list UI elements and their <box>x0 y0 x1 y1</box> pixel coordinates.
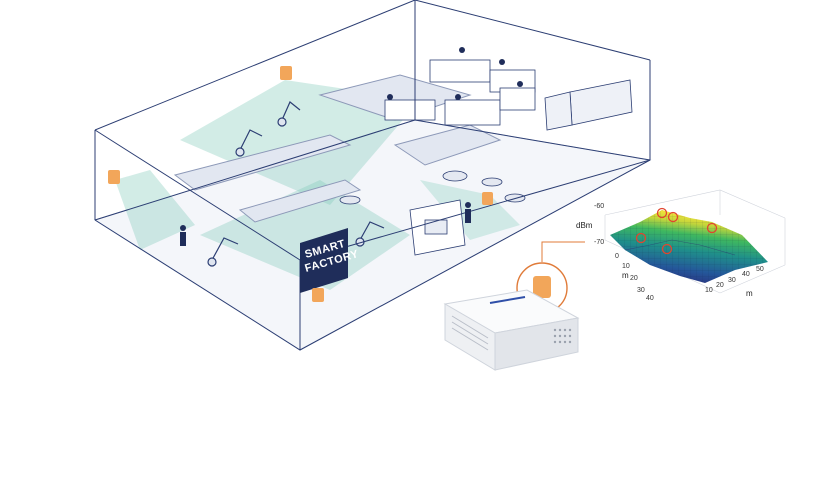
gateway-box-icon <box>443 289 580 371</box>
wireless-sensor-icon <box>482 192 493 205</box>
peak-marker <box>635 232 647 244</box>
operator-desks <box>384 59 536 126</box>
z-tick: -60 <box>594 203 604 210</box>
x-tick: 20 <box>716 282 724 289</box>
x-tick: 50 <box>756 266 764 273</box>
conveyor-lines <box>173 74 502 223</box>
x-tick: 10 <box>705 287 713 294</box>
wireless-sensor-icon <box>312 288 324 302</box>
cnc-machine <box>409 199 466 256</box>
y-tick: 30 <box>637 287 645 294</box>
y-tick: 20 <box>630 275 638 282</box>
x-tick: 40 <box>742 271 750 278</box>
robot-arms <box>207 101 385 267</box>
peak-markers <box>635 207 718 255</box>
z-axis-label: dBm <box>576 221 593 230</box>
y-axis-label: m <box>622 271 629 280</box>
wireless-sensors <box>108 66 493 302</box>
building-outline <box>94 0 651 351</box>
peak-marker <box>656 207 668 219</box>
x-axis-label: m <box>746 289 753 298</box>
x-tick: 30 <box>728 277 736 284</box>
delivery-truck <box>544 79 633 131</box>
coverage-zone-middle <box>200 180 410 290</box>
smart-factory-sign: SMART FACTORY <box>300 228 360 293</box>
peak-marker <box>661 243 673 255</box>
workers <box>180 47 523 246</box>
wireless-sensor-icon <box>533 276 551 298</box>
y-tick: 40 <box>646 295 654 302</box>
y-tick: 0 <box>615 253 619 260</box>
y-tick: 10 <box>622 263 630 270</box>
wireless-sensor-icon <box>280 66 292 80</box>
signal-strength-plot: dBm -60 -70 m m 0 10 20 30 40 10 20 30 4… <box>576 189 786 302</box>
coverage-zone-left <box>115 170 195 250</box>
peak-marker <box>667 211 679 223</box>
z-tick: -70 <box>594 239 604 246</box>
wireless-sensor-icon <box>108 170 120 184</box>
peak-marker <box>706 222 718 234</box>
